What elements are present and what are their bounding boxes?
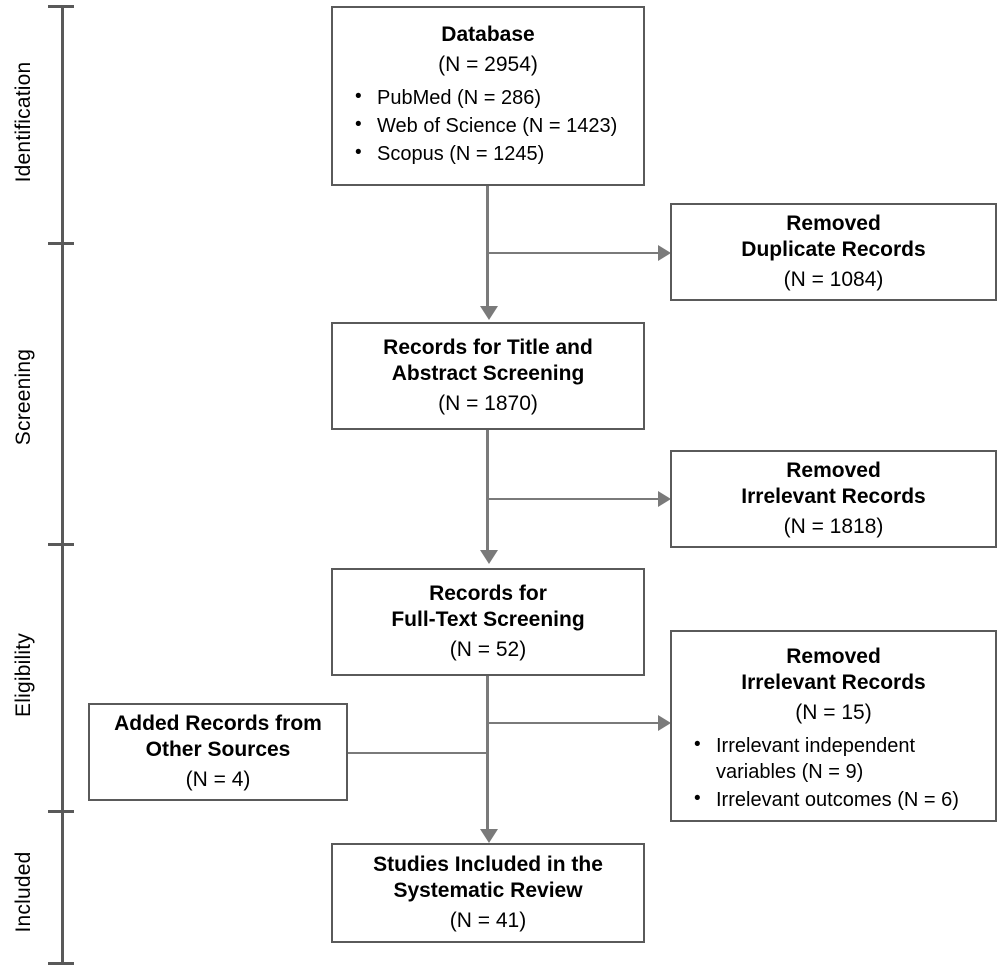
arrowhead-fulltext-to-included xyxy=(480,829,498,843)
connector-to-removed-irrelevant-screening xyxy=(486,498,662,500)
axis-spine xyxy=(61,5,64,965)
connector-to-removed-irrelevant-fulltext xyxy=(486,722,662,724)
connector-to-removed-duplicates xyxy=(486,252,662,254)
box-removed-duplicate-records-title-line1: Removed xyxy=(786,211,881,235)
arrowhead-removed-irrelevant-screening xyxy=(658,491,671,507)
box-full-text-screening-count: (N = 52) xyxy=(449,637,527,661)
list-item: Irrelevant independent variables (N = 9) xyxy=(690,733,985,785)
box-added-records-count: (N = 4) xyxy=(185,767,251,791)
box-database-source-list: PubMed (N = 286) Web of Science (N = 142… xyxy=(343,85,633,169)
box-included-studies-count: (N = 41) xyxy=(449,908,527,932)
connector-database-to-screening xyxy=(486,186,489,308)
box-title-abstract-screening-count: (N = 1870) xyxy=(438,391,538,415)
connector-added-records-to-trunk xyxy=(348,752,488,754)
box-added-records[interactable]: Added Records from Other Sources (N = 4) xyxy=(88,703,348,801)
box-included-studies[interactable]: Studies Included in the Systematic Revie… xyxy=(331,843,645,943)
box-removed-duplicate-records-count: (N = 1084) xyxy=(783,267,884,291)
box-removed-irrelevant-fulltext-count: (N = 15) xyxy=(795,701,872,725)
arrowhead-removed-duplicates xyxy=(658,245,671,261)
arrowhead-database-to-screening xyxy=(480,306,498,320)
box-removed-irrelevant-screening-count: (N = 1818) xyxy=(783,514,884,538)
box-included-studies-title-line1: Studies Included in the xyxy=(373,852,603,876)
box-removed-irrelevant-fulltext-reason-list: Irrelevant independent variables (N = 9)… xyxy=(682,733,985,815)
box-database[interactable]: Database (N = 2954) PubMed (N = 286) Web… xyxy=(331,6,645,186)
axis-tick-screening-eligibility xyxy=(48,543,74,546)
arrowhead-removed-irrelevant-fulltext xyxy=(658,715,671,731)
box-full-text-screening[interactable]: Records for Full-Text Screening (N = 52) xyxy=(331,568,645,676)
box-included-studies-title-line2: Systematic Review xyxy=(393,878,583,902)
list-item: PubMed (N = 286) xyxy=(351,85,633,112)
box-removed-irrelevant-screening-title-line1: Removed xyxy=(786,458,881,482)
box-removed-irrelevant-screening[interactable]: Removed Irrelevant Records (N = 1818) xyxy=(670,450,997,548)
box-removed-irrelevant-fulltext-title-line2: Irrelevant Records xyxy=(741,671,926,695)
phase-label-identification: Identification xyxy=(12,61,35,183)
axis-tick-eligibility-included xyxy=(48,810,74,813)
box-title-abstract-screening-title-line2: Abstract Screening xyxy=(391,361,585,385)
list-item: Web of Science (N = 1423) xyxy=(351,113,633,140)
connector-screening-to-fulltext xyxy=(486,430,489,552)
box-added-records-title-line2: Other Sources xyxy=(145,737,291,761)
box-removed-irrelevant-fulltext-title-line1: Removed xyxy=(786,645,881,668)
list-item: Scopus (N = 1245) xyxy=(351,141,633,168)
axis-tick-bottom xyxy=(48,962,74,965)
box-title-abstract-screening[interactable]: Records for Title and Abstract Screening… xyxy=(331,322,645,430)
box-database-title: Database xyxy=(441,23,535,46)
arrowhead-screening-to-fulltext xyxy=(480,550,498,564)
box-full-text-screening-title-line2: Full-Text Screening xyxy=(391,607,585,631)
box-full-text-screening-title-line1: Records for xyxy=(429,581,547,605)
box-title-abstract-screening-title-line1: Records for Title and xyxy=(383,335,593,359)
axis-tick-top xyxy=(48,5,74,8)
phase-label-included: Included xyxy=(12,851,35,933)
box-removed-irrelevant-fulltext[interactable]: Removed Irrelevant Records (N = 15) Irre… xyxy=(670,630,997,822)
phase-label-screening: Screening xyxy=(12,348,35,446)
box-added-records-title-line1: Added Records from xyxy=(114,711,322,735)
box-removed-duplicate-records[interactable]: Removed Duplicate Records (N = 1084) xyxy=(670,203,997,301)
box-database-count: (N = 2954) xyxy=(438,53,538,77)
box-removed-irrelevant-screening-title-line2: Irrelevant Records xyxy=(741,484,926,508)
box-removed-duplicate-records-title-line2: Duplicate Records xyxy=(741,237,926,261)
axis-tick-identification-screening xyxy=(48,242,74,245)
list-item: Irrelevant outcomes (N = 6) xyxy=(690,787,985,814)
